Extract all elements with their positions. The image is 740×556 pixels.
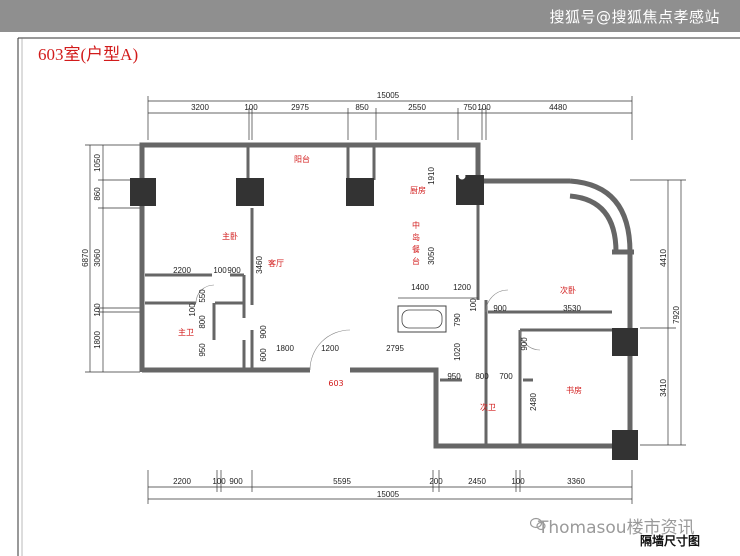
door-swings — [195, 284, 541, 371]
drawing-caption: 隔墙尺寸图 — [640, 534, 701, 548]
room-label-island-4: 台 — [412, 256, 420, 266]
dim-left-3: 3060 — [93, 249, 102, 267]
dim-inner: 900 — [227, 266, 241, 275]
dim-inner: 100 — [213, 266, 227, 275]
kitchen-island — [397, 305, 447, 333]
dim-inner: 700 — [499, 372, 513, 381]
dim-inner: 2200 — [173, 266, 191, 275]
dim-top-3: 2975 — [291, 103, 309, 112]
dim-right-1: 4410 — [659, 249, 668, 267]
dim-bottom-1: 2200 — [173, 477, 191, 486]
column-2 — [236, 178, 264, 206]
dim-right-2: 3410 — [659, 379, 668, 397]
left-dimension-lines — [85, 144, 140, 373]
structural-columns — [130, 175, 638, 460]
dim-left-4: 100 — [93, 303, 102, 317]
dim-inner: 1200 — [321, 344, 339, 353]
column-5 — [612, 328, 638, 356]
dim-top-total: 15005 — [377, 91, 400, 100]
room-label-island-3: 餐 — [412, 245, 420, 254]
dim-left-total: 6870 — [81, 249, 90, 267]
dim-bottom-4: 5595 — [333, 477, 351, 486]
dim-left-1: 1050 — [93, 154, 102, 172]
column-1 — [130, 178, 156, 206]
dim-bottom-total: 15005 — [377, 490, 400, 499]
dim-left-5: 1800 — [93, 331, 102, 349]
dim-inner: 950 — [198, 343, 207, 357]
right-dimension-lines — [630, 179, 686, 446]
source-watermark: Thomasou楼市资讯 — [538, 518, 695, 538]
bottom-dimension-lines — [147, 470, 633, 504]
dim-bottom-8: 3360 — [567, 477, 585, 486]
dim-inner: 100 — [188, 303, 197, 317]
dim-inner: 900 — [520, 337, 529, 351]
dim-inner: 600 — [259, 348, 268, 362]
wechat-icon — [530, 517, 546, 531]
watermark-text: 搜狐号@搜狐焦点孝感站 — [549, 8, 720, 26]
room-label-master-bath: 主卫 — [178, 327, 194, 337]
room-label-balcony: 阳台 — [294, 154, 310, 164]
dim-inner: 800 — [198, 315, 207, 329]
dim-inner: 1800 — [276, 344, 294, 353]
dim-top-5: 2550 — [408, 103, 426, 112]
dim-inner: 2480 — [529, 393, 538, 411]
dim-inner: 900 — [493, 304, 507, 313]
dim-top-2: 100 — [244, 103, 258, 112]
dim-inner: 100 — [469, 298, 478, 312]
bathtub — [401, 309, 443, 329]
dim-top-7: 100 — [477, 103, 491, 112]
dim-top-8: 4480 — [549, 103, 567, 112]
top-dimension-lines — [147, 96, 633, 140]
room-label-second-bath: 次卫 — [480, 402, 496, 412]
dim-bottom-2: 100 — [212, 477, 226, 486]
dim-inner: 800 — [475, 372, 489, 381]
room-label-study: 书房 — [566, 385, 582, 395]
dim-top-4: 850 — [355, 103, 369, 112]
room-label-island-2: 岛 — [412, 232, 420, 242]
dim-bottom-5: 200 — [429, 477, 443, 486]
unit-title: 603室(户型A) — [38, 45, 139, 64]
room-label-second-bedroom: 次卧 — [560, 285, 576, 295]
dim-inner: 1910 — [427, 167, 436, 185]
watermark-bar: 搜狐号@搜狐焦点孝感站 — [0, 0, 740, 32]
room-label-kitchen: 厨房 — [410, 185, 426, 195]
column-4 — [456, 175, 484, 205]
dim-right-total: 7920 — [672, 306, 681, 324]
dim-inner: 1020 — [453, 343, 462, 361]
room-label-island-1: 中 — [412, 220, 420, 230]
dim-inner: 790 — [453, 313, 462, 327]
dim-top-6: 750 — [463, 103, 477, 112]
column-3 — [346, 178, 374, 206]
column-6 — [612, 430, 638, 460]
dim-inner: 1200 — [453, 283, 471, 292]
dim-inner: 550 — [198, 289, 207, 303]
dim-bottom-3: 900 — [229, 477, 243, 486]
dim-inner: 950 — [447, 372, 461, 381]
dim-left-2: 860 — [93, 187, 102, 201]
dim-inner: 3050 — [427, 247, 436, 265]
room-label-entrance: 603 — [328, 379, 343, 388]
interior-walls — [145, 145, 612, 446]
dim-inner: 2795 — [386, 344, 404, 353]
room-label-living-room: 客厅 — [268, 258, 284, 268]
room-label-master-bedroom: 主卧 — [222, 231, 238, 241]
dim-inner: 900 — [259, 325, 268, 339]
dim-bottom-6: 2450 — [468, 477, 486, 486]
dim-top-1: 3200 — [191, 103, 209, 112]
dim-inner: 3530 — [563, 304, 581, 313]
dim-inner: 1400 — [411, 283, 429, 292]
dim-inner: 3460 — [255, 256, 264, 274]
dim-bottom-7: 100 — [511, 477, 525, 486]
exterior-walls — [139, 142, 634, 449]
